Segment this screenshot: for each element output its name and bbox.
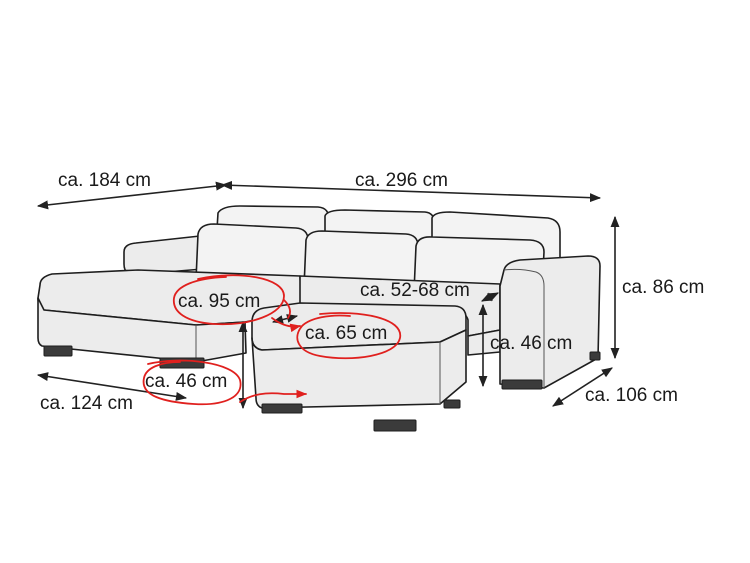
dim-line-chaise-depth [36, 372, 188, 401]
leg-arm-back [589, 351, 601, 361]
dim-line-left-width [36, 181, 228, 210]
dim-line-right-depth [552, 367, 613, 407]
label-total-width: ca. 296 cm [355, 170, 448, 191]
label-seat-height: ca. 46 cm [490, 333, 572, 354]
leg-ottoman-right [373, 419, 417, 432]
circle-ottoman-width [296, 312, 401, 360]
dimension-labels: ca. 184 cm ca. 296 cm ca. 86 cm ca. 106 … [40, 170, 704, 414]
red-arrow-ottoman-width [271, 317, 302, 333]
label-chaise-seat-depth: ca. 95 cm [178, 291, 260, 312]
ottoman-front [251, 329, 467, 409]
handwritten-annotations [142, 274, 401, 406]
leg-ottoman-back [443, 399, 461, 409]
right-arm [499, 255, 601, 389]
label-right-depth: ca. 106 cm [585, 385, 678, 406]
label-seat-depth: ca. 52-68 cm [360, 280, 470, 301]
label-left-width: ca. 184 cm [58, 170, 151, 191]
circle-chaise-seat-depth [173, 274, 285, 326]
label-height: ca. 86 cm [622, 277, 704, 298]
leg-ottoman-left [261, 403, 303, 414]
leg-chaise-left [43, 345, 73, 357]
chaise-front [37, 297, 247, 363]
leg-arm-front [501, 379, 543, 390]
label-ottoman-width: ca. 65 cm [305, 323, 387, 344]
sofa-illustration [37, 205, 601, 432]
dim-line-total-width [220, 180, 602, 203]
red-arrow-ottoman-height [239, 389, 308, 403]
dim-line-seat-depth [480, 292, 500, 302]
label-ottoman-height: ca. 46 cm [145, 371, 227, 392]
label-chaise-depth: ca. 124 cm [40, 393, 133, 414]
circle-ottoman-height [142, 359, 242, 406]
red-connector [283, 299, 291, 319]
